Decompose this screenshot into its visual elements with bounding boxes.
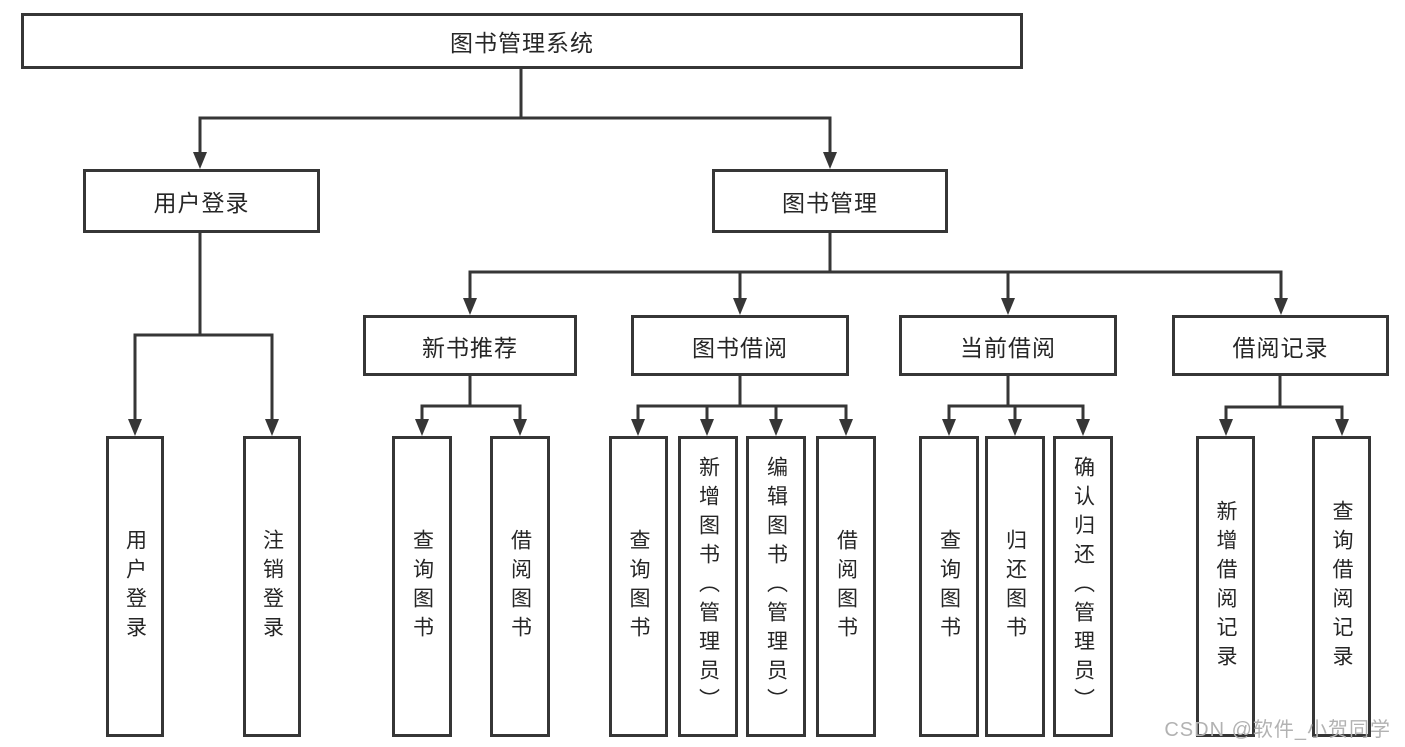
node-current-borrowing: 当前借阅: [899, 315, 1117, 376]
connector-lines: [133, 68, 1344, 423]
arrow-down-icon: [1335, 419, 1349, 436]
leaf-query-books-current: 查询图书: [919, 436, 979, 737]
arrow-down-icon: [265, 419, 279, 436]
arrow-down-icon: [128, 419, 142, 436]
leaf-borrow-books-borrowing: 借阅图书: [816, 436, 876, 737]
arrow-down-icon: [1274, 298, 1288, 315]
arrow-down-icon: [942, 419, 956, 436]
arrow-down-icon: [823, 152, 837, 169]
arrowhead-icons: [128, 152, 1349, 436]
leaf-user-login: 用户登录: [106, 436, 164, 737]
node-library-management-system: 图书管理系统: [21, 13, 1023, 69]
leaf-borrow-books-recommend: 借阅图书: [490, 436, 550, 737]
leaf-query-books-recommend: 查询图书: [392, 436, 452, 737]
arrow-down-icon: [513, 419, 527, 436]
csdn-watermark: CSDN @软件_小贺同学: [1164, 719, 1391, 741]
node-book-borrowing: 图书借阅: [631, 315, 849, 376]
arrow-down-icon: [1008, 419, 1022, 436]
arrow-down-icon: [839, 419, 853, 436]
leaf-confirm-return-admin: 确认归还（管理员）: [1053, 436, 1113, 737]
leaf-query-books-borrowing: 查询图书: [609, 436, 668, 737]
leaf-logout: 注销登录: [243, 436, 301, 737]
leaf-return-books: 归还图书: [985, 436, 1045, 737]
leaf-edit-books-admin: 编辑图书（管理员）: [746, 436, 806, 737]
leaf-add-books-admin: 新增图书（管理员）: [678, 436, 738, 737]
arrow-down-icon: [631, 419, 645, 436]
arrow-down-icon: [1219, 419, 1233, 436]
leaf-add-borrow-record: 新增借阅记录: [1196, 436, 1255, 737]
arrow-down-icon: [193, 152, 207, 169]
arrow-down-icon: [700, 419, 714, 436]
node-user-login: 用户登录: [83, 169, 320, 233]
arrow-down-icon: [1001, 298, 1015, 315]
node-new-book-recommend: 新书推荐: [363, 315, 577, 376]
arrow-down-icon: [769, 419, 783, 436]
arrow-down-icon: [463, 298, 477, 315]
leaf-query-borrow-record: 查询借阅记录: [1312, 436, 1371, 737]
arrow-down-icon: [415, 419, 429, 436]
node-borrowing-records: 借阅记录: [1172, 315, 1389, 376]
arrow-down-icon: [1076, 419, 1090, 436]
arrow-down-icon: [733, 298, 747, 315]
node-book-management: 图书管理: [712, 169, 948, 233]
